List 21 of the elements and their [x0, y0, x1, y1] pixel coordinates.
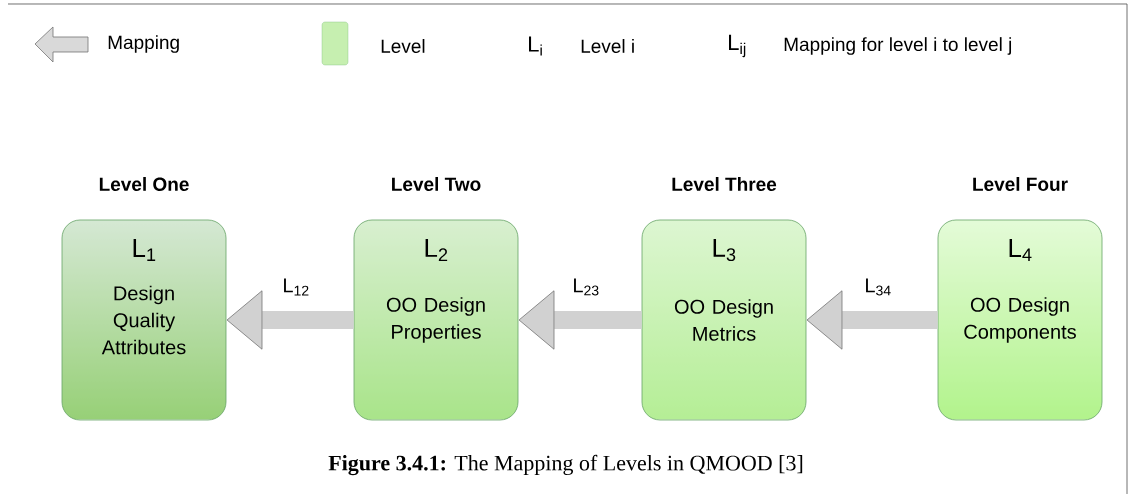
edge-label: L$_{23}$	[571, 277, 601, 297]
level-box: Level One L$_{1}$ Design Quality Attributes	[61, 177, 227, 421]
legend-text: Level i	[581, 39, 634, 53]
legend-text: Mapping	[108, 35, 179, 53]
caption: Figure 3.4.1: The Mapping of Levels in QMOOD [3]	[328, 454, 803, 476]
node-label: Level One	[99, 177, 189, 191]
legend-symbol: L$_{ij}$	[729, 34, 746, 58]
node-label: Level Two	[392, 177, 481, 191]
edge-label: L$_{34}$	[863, 277, 893, 297]
legend-text: Level	[381, 39, 425, 53]
block-arrow	[806, 290, 938, 350]
level-box: Level Two L$_{2}$ OO Design Properties	[353, 177, 519, 421]
level-box: Level Three L$_{3}$ OO Design Metrics	[641, 177, 807, 421]
block-arrow	[518, 290, 642, 350]
level-box: Level Four L$_{4}$ OO Design Components	[937, 177, 1103, 421]
legend-symbol: L$_{i}$	[529, 36, 542, 56]
node-label: Level Four	[973, 177, 1068, 191]
block-arrow	[226, 290, 354, 350]
node-label: Level Three	[672, 177, 777, 191]
legend-text: Mapping for level i to level j	[784, 37, 1011, 55]
edge-label: L$_{12}$	[281, 277, 311, 297]
